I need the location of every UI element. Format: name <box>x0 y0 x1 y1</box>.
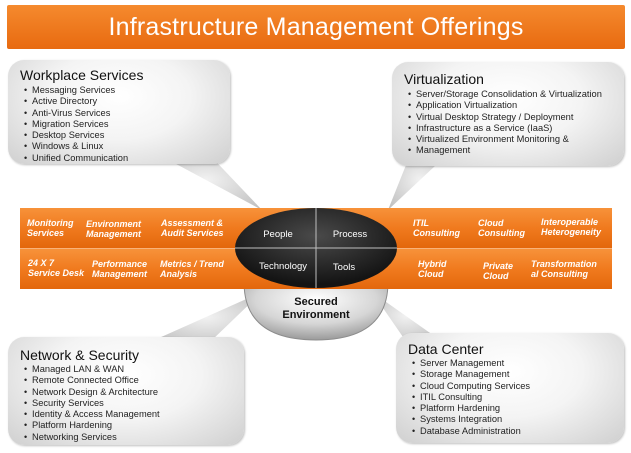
data-center-bubble: Data Center Server Management Storage Ma… <box>396 333 624 443</box>
list-item: Migration Services <box>24 119 128 131</box>
virtualization-list: Server/Storage Consolidation & Virtualiz… <box>408 89 602 157</box>
workplace-services-bubble: Workplace Services Messaging Services Ac… <box>8 60 230 164</box>
center-label-process: Process <box>332 229 368 240</box>
list-item: Network Design & Architecture <box>24 387 160 399</box>
list-item: Unified Communication <box>24 153 128 165</box>
list-item: Application Virtualization <box>408 100 602 112</box>
list-item: Networking Services <box>24 432 160 444</box>
network-security-bubble: Network & Security Managed LAN & WAN Rem… <box>8 337 244 445</box>
list-item: Desktop Services <box>24 130 128 142</box>
list-item: Managed LAN & WAN <box>24 364 160 376</box>
data-center-list: Server Management Storage Management Clo… <box>412 358 530 437</box>
workplace-callout-tail <box>150 150 262 210</box>
list-item: Remote Connected Office <box>24 375 160 387</box>
list-item: Platform Hardening <box>412 403 530 415</box>
list-item: ITIL Consulting <box>412 392 530 404</box>
list-item: Anti-Virus Services <box>24 108 128 120</box>
list-item: Windows & Linux <box>24 141 128 153</box>
network-callout-tail <box>150 292 262 342</box>
list-item: Messaging Services <box>24 85 128 97</box>
network-security-title: Network & Security <box>20 347 140 363</box>
list-item: Database Administration <box>412 426 530 438</box>
workplace-services-title: Workplace Services <box>20 67 144 83</box>
list-item: Management <box>408 145 602 157</box>
datacenter-callout-tail <box>372 292 440 340</box>
list-item: Active Directory <box>24 96 128 108</box>
title-bar: Infrastructure Management Offerings <box>7 5 625 49</box>
workplace-services-list: Messaging Services Active Directory Anti… <box>24 85 128 164</box>
center-label-tools: Tools <box>332 262 356 273</box>
list-item: Platform Hardening <box>24 420 160 432</box>
list-item: Cloud Computing Services <box>412 381 530 393</box>
list-item: Infrastructure as a Service (IaaS) <box>408 123 602 135</box>
band-label-assessment-audit: Assessment &Audit Services <box>161 218 224 238</box>
virtualization-bubble: Virtualization Server/Storage Consolidat… <box>392 62 624 166</box>
list-item: Identity & Access Management <box>24 409 160 421</box>
center-label-technology: Technology <box>258 261 308 272</box>
secured-environment-dome <box>243 281 389 341</box>
list-item: Systems Integration <box>412 414 530 426</box>
data-center-title: Data Center <box>408 341 484 357</box>
list-item: Server/Storage Consolidation & Virtualiz… <box>408 89 602 101</box>
page-title: Infrastructure Management Offerings <box>108 13 524 41</box>
virtualization-title: Virtualization <box>404 71 484 87</box>
list-item: Storage Management <box>412 369 530 381</box>
network-security-list: Managed LAN & WAN Remote Connected Offic… <box>24 364 160 443</box>
center-label-people: People <box>263 229 293 240</box>
list-item: Virtualized Environment Monitoring & <box>408 134 602 146</box>
list-item: Virtual Desktop Strategy / Deployment <box>408 112 602 124</box>
list-item: Server Management <box>412 358 530 370</box>
list-item: Security Services <box>24 398 160 410</box>
